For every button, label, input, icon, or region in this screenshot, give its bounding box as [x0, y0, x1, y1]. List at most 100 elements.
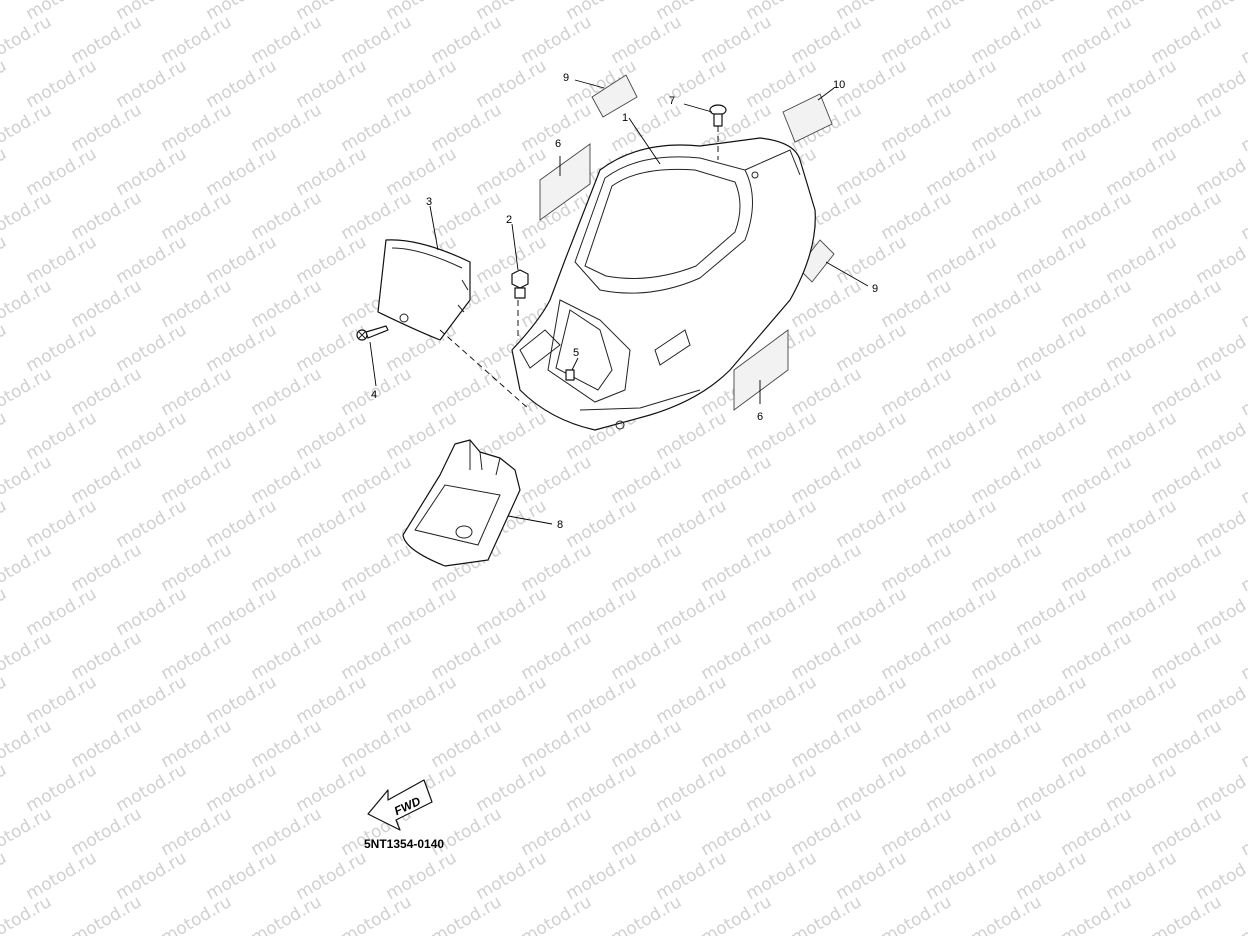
watermark-text: motod.ru — [23, 848, 101, 904]
watermark-text: motod.ru — [293, 496, 371, 552]
watermark-text: motod.ru — [293, 672, 371, 728]
watermark-text: motod.ru — [968, 188, 1046, 244]
watermark-text: motod.ru — [608, 716, 686, 772]
watermark-text: motod.ru — [428, 12, 506, 68]
watermark-text: motod.ru — [1013, 760, 1091, 816]
watermark-text: motod.ru — [248, 12, 326, 68]
watermark-text: motod.ru — [1238, 276, 1248, 332]
clip-part-5[interactable] — [565, 369, 575, 381]
watermark-text: motod.ru — [0, 892, 55, 936]
sticker-9-right[interactable] — [797, 239, 835, 283]
watermark-text: motod.ru — [1238, 804, 1248, 860]
watermark-text: motod.ru — [113, 496, 191, 552]
watermark-text: motod.ru — [833, 584, 911, 640]
watermark-text: motod.ru — [113, 232, 191, 288]
bolt-part-2[interactable] — [511, 269, 529, 299]
watermark-text: motod.ru — [158, 804, 236, 860]
watermark-text: motod.ru — [743, 496, 821, 552]
watermark-text: motod.ru — [68, 540, 146, 596]
watermark-text: motod.ru — [338, 100, 416, 156]
watermark-text: motod.ru — [68, 628, 146, 684]
watermark-text: motod.ru — [1103, 584, 1181, 640]
watermark-text: motod.ru — [923, 584, 1001, 640]
watermark-text: motod.ru — [743, 584, 821, 640]
watermark-text: motod.ru — [248, 628, 326, 684]
watermark-text: motod.ru — [923, 56, 1001, 112]
watermark-text: motod.ru — [1148, 188, 1226, 244]
watermark-text: motod.ru — [698, 628, 776, 684]
watermark-text: motod.ru — [68, 276, 146, 332]
watermark-text: motod.ru — [968, 364, 1046, 420]
watermark-text: motod.ru — [0, 12, 55, 68]
watermark-text: motod.ru — [1013, 848, 1091, 904]
watermark-text: motod.ru — [968, 540, 1046, 596]
watermark-text: motod.ru — [23, 760, 101, 816]
watermark-text: motod.ru — [1013, 408, 1091, 464]
watermark-text: motod.ru — [338, 188, 416, 244]
callout-5: 5 — [573, 347, 579, 359]
side-panel-part-3[interactable] — [377, 239, 471, 341]
watermark-text: motod.ru — [1103, 760, 1181, 816]
watermark-text: motod.ru — [743, 848, 821, 904]
lower-cover-part-8[interactable] — [402, 439, 521, 567]
watermark-text: motod.ru — [1058, 628, 1136, 684]
watermark-text: motod.ru — [248, 804, 326, 860]
watermark-text: motod.ru — [968, 892, 1046, 936]
watermark-text: motod.ru — [23, 584, 101, 640]
watermark-text: motod.ru — [1193, 496, 1248, 552]
watermark-text: motod.ru — [1103, 408, 1181, 464]
watermark-text: motod.ru — [608, 12, 686, 68]
watermark-text: motod.ru — [68, 452, 146, 508]
watermark-text: motod.ru — [248, 188, 326, 244]
watermark-text: motod.ru — [473, 584, 551, 640]
watermark-text: motod.ru — [788, 276, 866, 332]
watermark-text: motod.ru — [158, 276, 236, 332]
watermark-text: motod.ru — [1238, 628, 1248, 684]
watermark-text: motod.ru — [788, 540, 866, 596]
callout-4: 4 — [371, 389, 377, 401]
watermark-text: motod.ru — [68, 364, 146, 420]
watermark-text: motod.ru — [1058, 452, 1136, 508]
watermark-text: motod.ru — [0, 276, 55, 332]
watermark-text: motod.ru — [473, 672, 551, 728]
watermark-text: motod.ru — [0, 452, 55, 508]
watermark-text: motod.ru — [878, 364, 956, 420]
watermark-text: motod.ru — [293, 760, 371, 816]
sticker-9-top[interactable] — [591, 74, 638, 118]
watermark-text: motod.ru — [158, 716, 236, 772]
watermark-text: motod.ru — [878, 540, 956, 596]
watermark-text: motod.ru — [158, 12, 236, 68]
watermark-text: motod.ru — [203, 56, 281, 112]
watermark-text: motod.ru — [878, 12, 956, 68]
watermark-text: motod.ru — [0, 408, 10, 464]
watermark-text: motod.ru — [23, 496, 101, 552]
watermark-text: motod.ru — [248, 364, 326, 420]
watermark-text: motod.ru — [383, 408, 461, 464]
watermark-text: motod.ru — [968, 276, 1046, 332]
watermark-text: motod.ru — [878, 804, 956, 860]
sticker-6-right[interactable] — [733, 329, 789, 411]
watermark-text: motod.ru — [113, 408, 191, 464]
watermark-text: motod.ru — [0, 320, 10, 376]
sticker-10[interactable] — [782, 93, 833, 143]
watermark-text: motod.ru — [158, 540, 236, 596]
watermark-text: motod.ru — [23, 320, 101, 376]
watermark-text: motod.ru — [428, 100, 506, 156]
watermark-text: motod.ru — [1193, 232, 1248, 288]
body-cover-part-1[interactable] — [511, 137, 816, 431]
watermark-text: motod.ru — [788, 452, 866, 508]
watermark-text: motod.ru — [23, 56, 101, 112]
watermark-text: motod.ru — [293, 144, 371, 200]
watermark-text: motod.ru — [878, 188, 956, 244]
callout-9-top: 9 — [563, 72, 569, 84]
screw-part-4[interactable] — [356, 325, 389, 341]
watermark-text: motod.ru — [293, 56, 371, 112]
fwd-arrow-icon: FWD — [367, 779, 433, 831]
watermark-text: motod.ru — [293, 584, 371, 640]
watermark-text: motod.ru — [158, 188, 236, 244]
watermark-text: motod.ru — [428, 188, 506, 244]
sticker-6-left[interactable] — [539, 143, 591, 221]
watermark-text: motod.ru — [833, 496, 911, 552]
callout-2: 2 — [506, 214, 512, 226]
watermark-text: motod.ru — [518, 892, 596, 936]
